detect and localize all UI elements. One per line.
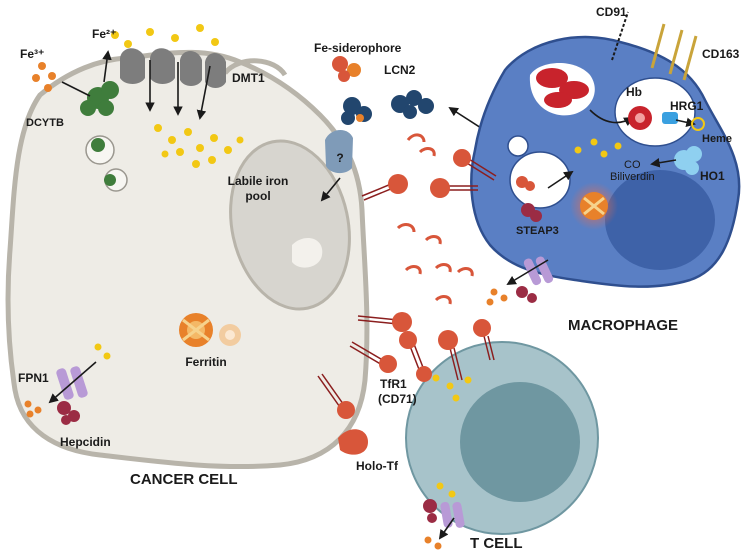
t-cell-hepcidin: [423, 499, 437, 523]
ho1-label: HO1: [700, 169, 725, 183]
holo-transferrin-bound: [337, 149, 491, 419]
lcn2-label: LCN2: [384, 63, 416, 77]
labile-iron-label-2: pool: [245, 189, 270, 203]
lcn2-siderophore-complex: [341, 97, 372, 125]
siderophore-uptake-arrow: [320, 177, 341, 202]
t-cell-nucleus: [460, 382, 580, 502]
unknown-receptor-mark: ?: [336, 151, 343, 165]
macrophage-ferritin: [580, 192, 608, 220]
dcytb-label: DCYTB: [26, 117, 64, 129]
biliverdin-label: Biliverdin: [610, 171, 655, 183]
steap3-label: STEAP3: [516, 225, 559, 237]
cd163-receptor: [650, 23, 698, 81]
fpn1-export-arrow: [48, 361, 97, 404]
endosome-tf: [516, 176, 535, 191]
cd91-label: CD91: [596, 5, 627, 19]
red-blood-cells: [536, 68, 589, 108]
cancer-nucleus: [229, 139, 351, 311]
tfr1-label: TfR1: [380, 377, 407, 391]
dcytb-vesicle-2: [104, 174, 116, 186]
ho1-enzyme: [674, 146, 702, 175]
tfr1-label-2: (CD71): [378, 392, 417, 406]
fe3-label: Fe³⁺: [20, 47, 44, 61]
holo-tf-free: [338, 429, 368, 455]
heme-derived-iron: [574, 138, 622, 158]
fe2-ions: [111, 24, 219, 48]
hemoglobin-core: [635, 113, 645, 123]
hepcidin-peptide: [57, 401, 80, 425]
t-cell-iron: [432, 374, 472, 498]
heme-icon: [691, 117, 705, 131]
dmt1-import-arrow-3: [196, 65, 211, 120]
heme-export-arrow: [675, 117, 696, 128]
nucleolus: [292, 237, 323, 268]
co-label: CO: [624, 159, 641, 171]
small-vesicle-mac: [507, 135, 529, 157]
dcytb-enzyme: [80, 81, 119, 116]
phagolysosome: [614, 77, 696, 147]
heme-label: Heme: [702, 133, 732, 145]
dcytb-vesicle-1: [91, 138, 105, 152]
fe2-label: Fe²⁺: [92, 27, 116, 41]
cancer-cell-bleb: [223, 58, 288, 77]
macrophage-title: MACROPHAGE: [568, 317, 678, 334]
hrg1-transporter: [662, 112, 678, 124]
lcn2-protein: [391, 90, 434, 119]
macrophage-fpn1: [523, 256, 554, 286]
cancer-cell-title: CANCER CELL: [130, 471, 238, 488]
labile-iron-pool: [154, 124, 244, 168]
siderophore-receptor: [325, 129, 353, 174]
fpn1-label: FPN1: [18, 371, 49, 385]
labile-iron-label: Labile iron: [228, 174, 289, 188]
ho1-arrow: [650, 158, 677, 168]
ferritin-icon: [179, 313, 241, 347]
fe-siderophore-icon: [332, 56, 361, 82]
macrophage-export-arrow: [506, 259, 549, 285]
hb-label: Hb: [626, 85, 642, 99]
t-cell-export-arrow: [438, 517, 455, 540]
t-cell-title: T CELL: [470, 535, 523, 552]
exported-fe3: [24, 400, 42, 418]
macrophage-released-iron: [486, 288, 508, 306]
dmt1-transporter: [120, 48, 226, 88]
fe3-ions: [32, 62, 56, 92]
fe-siderophore-label: Fe-siderophore: [314, 41, 402, 55]
dmt1-label: DMT1: [232, 71, 265, 85]
cd163-label: CD163: [702, 47, 740, 61]
fe3-to-dcytb-line: [61, 81, 91, 97]
dcytb-reduction-arrow: [102, 50, 112, 83]
t-cell-fpn1: [440, 501, 465, 528]
macrophage-nucleus: [605, 170, 715, 270]
apo-transferrin: [396, 133, 474, 305]
t-cell-released-iron: [424, 536, 442, 550]
cd91-receptor: [611, 11, 629, 61]
steap3-enzyme: [521, 203, 542, 222]
fpn1-transporter: [56, 366, 88, 400]
steap3-arrow: [547, 170, 574, 189]
fpn1-iron: [94, 343, 111, 360]
hrg1-label: HRG1: [670, 99, 704, 113]
ferritin-label: Ferritin: [185, 355, 226, 369]
holo-tf-label: Holo-Tf: [356, 459, 399, 473]
hepcidin-label: Hepcidin: [60, 435, 111, 449]
macrophage-hepcidin: [516, 286, 537, 303]
